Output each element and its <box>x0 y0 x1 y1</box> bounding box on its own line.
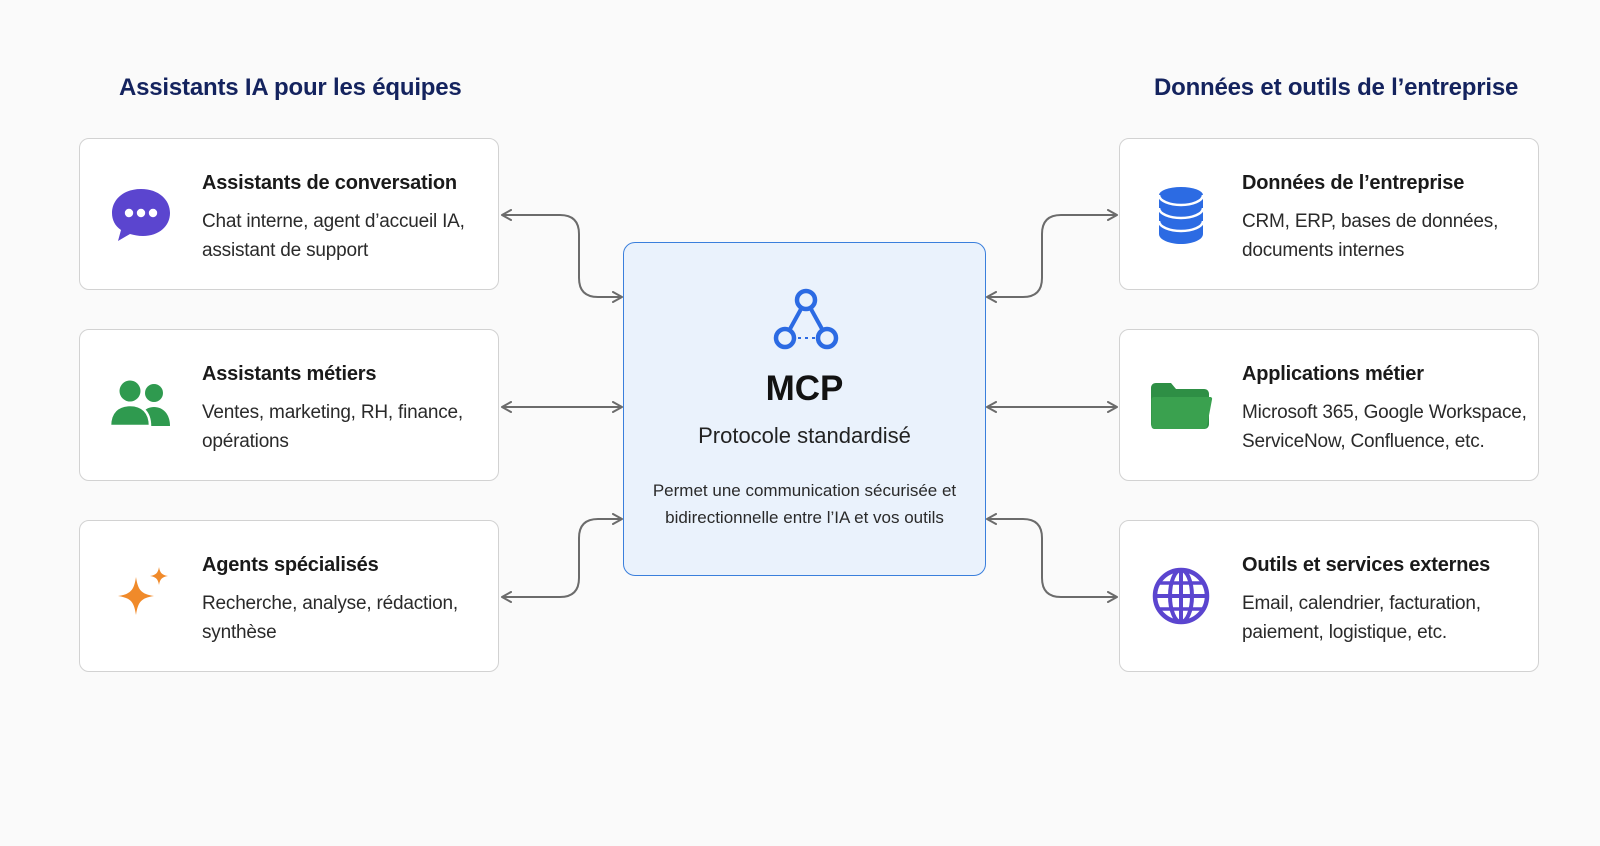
left-column-title: Assistants IA pour les équipes <box>119 74 462 101</box>
connector-left-1 <box>501 209 623 303</box>
card-title: Assistants de conversation <box>202 172 457 194</box>
right-column-title: Données et outils de l’entreprise <box>1154 74 1519 101</box>
mcp-description: Permet une communication sécurisée et bi… <box>652 481 957 527</box>
database-icon <box>1146 179 1216 249</box>
card-assistants-conversation: Assistants de conversation Chat interne,… <box>79 138 499 290</box>
card-title: Assistants métiers <box>202 363 377 385</box>
connector-left-3 <box>501 513 623 603</box>
mcp-title: MCP <box>765 369 844 408</box>
card-description: Ventes, marketing, RH, finance, opératio… <box>202 402 463 452</box>
users-icon <box>106 370 176 440</box>
card-donnees-entreprise: Données de l’entreprise CRM, ERP, bases … <box>1119 138 1539 290</box>
card-description: Email, calendrier, facturation, paiement… <box>1242 593 1481 643</box>
card-title: Applications métier <box>1242 363 1424 385</box>
chat-bubble-icon <box>106 179 176 249</box>
connector-right-3 <box>986 513 1118 603</box>
globe-icon <box>1146 561 1216 631</box>
card-applications-metier: Applications métier Microsoft 365, Googl… <box>1119 329 1539 481</box>
card-assistants-metiers: Assistants métiers Ventes, marketing, RH… <box>79 329 499 481</box>
card-description: Microsoft 365, Google Workspace, Service… <box>1242 402 1527 452</box>
card-title: Agents spécialisés <box>202 554 379 576</box>
card-title: Données de l’entreprise <box>1242 172 1465 194</box>
network-nodes-icon <box>769 287 843 355</box>
card-title: Outils et services externes <box>1242 554 1491 576</box>
card-description: Chat interne, agent d’accueil IA, assist… <box>202 211 465 261</box>
mcp-subtitle: Protocole standardisé <box>698 423 911 448</box>
folder-icon <box>1146 370 1216 440</box>
card-description: Recherche, analyse, rédaction, synthèse <box>202 593 458 643</box>
mcp-center-box: MCP Protocole standardisé Permet une com… <box>623 242 986 576</box>
sparkle-icon <box>106 561 176 631</box>
card-description: CRM, ERP, bases de données, documents in… <box>1242 211 1499 261</box>
card-agents-specialises: Agents spécialisés Recherche, analyse, r… <box>79 520 499 672</box>
card-outils-services-externes: Outils et services externes Email, calen… <box>1119 520 1539 672</box>
connector-right-1 <box>986 209 1118 303</box>
